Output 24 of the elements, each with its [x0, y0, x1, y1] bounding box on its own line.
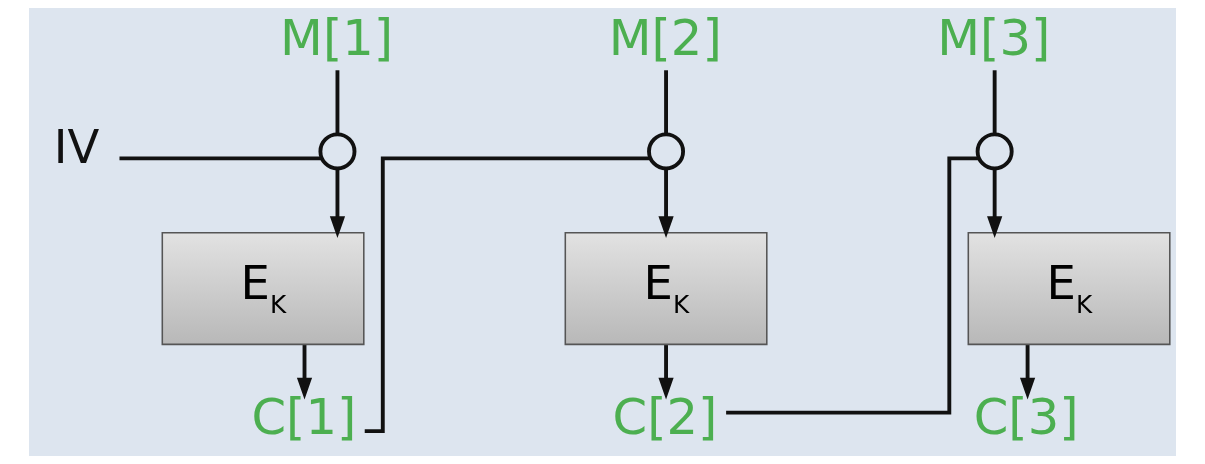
node-text: C[3]	[973, 388, 1079, 447]
connector	[335, 70, 340, 135]
arrow	[296, 345, 313, 400]
arrow	[329, 168, 346, 239]
node-circle	[975, 132, 1014, 171]
node-text: M[2]	[608, 8, 722, 67]
node-circle	[647, 132, 686, 171]
node-circle	[318, 132, 357, 171]
arrow	[658, 168, 674, 239]
node-text: M[1]	[280, 8, 394, 67]
arrow	[658, 345, 674, 400]
node-text: M[3]	[937, 8, 1051, 67]
connector	[119, 156, 322, 161]
connector	[726, 156, 979, 415]
node-text: C[2]	[612, 388, 718, 447]
arrow	[987, 168, 1003, 239]
node-box: E$_{K}$	[161, 232, 365, 346]
connector	[992, 70, 997, 135]
arrow	[1019, 345, 1036, 400]
node-text: IV	[53, 120, 100, 175]
node-text: C[1]	[251, 388, 357, 447]
node-box: E$_{K}$	[967, 232, 1171, 346]
node-box: E$_{K}$	[564, 232, 768, 346]
connector	[664, 70, 668, 135]
